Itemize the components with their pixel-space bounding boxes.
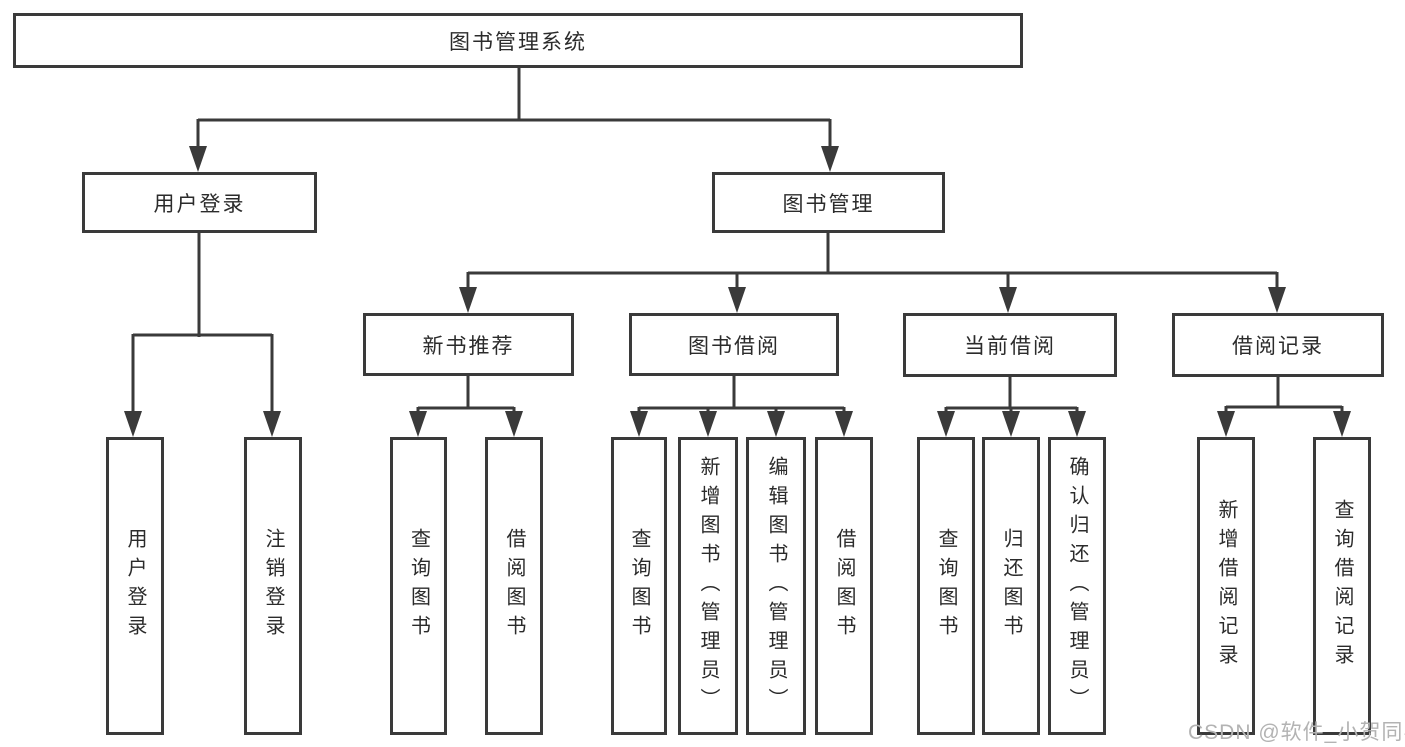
node-label: 查询图书	[407, 528, 430, 644]
node-label: 归还图书	[1000, 528, 1022, 644]
node-label: 确认归还（管理员）	[1066, 455, 1088, 717]
node-book-borrowing: 图书借阅	[629, 313, 839, 376]
node-label: 查询图书	[935, 528, 957, 644]
node-root-library-management-system: 图书管理系统	[13, 13, 1023, 68]
node-label: 用户登录	[124, 528, 146, 644]
node-new-book-recommend: 新书推荐	[363, 313, 574, 376]
node-label: 图书借阅	[688, 334, 780, 358]
node-label: 当前借阅	[964, 335, 1056, 358]
node-label: 编辑图书（管理员）	[765, 455, 787, 717]
node-query-book-recommend: 查询图书	[390, 437, 447, 735]
node-label: 查询借阅记录	[1331, 499, 1353, 673]
node-label: 注销登录	[262, 528, 284, 644]
node-borrow-book-borrowing: 借阅图书	[815, 437, 873, 735]
node-confirm-return-admin: 确认归还（管理员）	[1048, 437, 1106, 735]
node-query-book-current: 查询图书	[917, 437, 975, 735]
node-user-login-leaf: 用户登录	[106, 437, 164, 735]
node-current-borrowing: 当前借阅	[903, 313, 1117, 377]
node-label: 查询图书	[628, 528, 650, 644]
node-logout: 注销登录	[244, 437, 302, 735]
node-user-login: 用户登录	[82, 172, 317, 233]
node-label: 新增图书（管理员）	[697, 455, 719, 717]
node-label: 新书推荐	[422, 334, 515, 358]
node-label: 借阅图书	[503, 528, 525, 644]
node-add-borrow-record: 新增借阅记录	[1197, 437, 1255, 735]
node-return-book: 归还图书	[982, 437, 1040, 735]
node-label: 图书管理	[782, 192, 875, 216]
node-label: 图书管理系统	[449, 30, 587, 54]
node-label: 借阅图书	[833, 528, 855, 644]
node-borrow-records: 借阅记录	[1172, 313, 1384, 377]
node-label: 新增借阅记录	[1215, 499, 1237, 673]
node-add-book-admin: 新增图书（管理员）	[678, 437, 738, 735]
node-label: 用户登录	[153, 192, 246, 216]
node-borrow-book-recommend: 借阅图书	[485, 437, 543, 735]
node-edit-book-admin: 编辑图书（管理员）	[746, 437, 806, 735]
node-query-borrow-record: 查询借阅记录	[1313, 437, 1371, 735]
node-label: 借阅记录	[1232, 335, 1324, 358]
csdn-watermark: CSDN @软件_小贺同学	[1188, 721, 1405, 744]
node-book-management: 图书管理	[712, 172, 945, 233]
arrowhead-icons	[124, 146, 1351, 437]
node-query-book-borrowing: 查询图书	[611, 437, 667, 735]
